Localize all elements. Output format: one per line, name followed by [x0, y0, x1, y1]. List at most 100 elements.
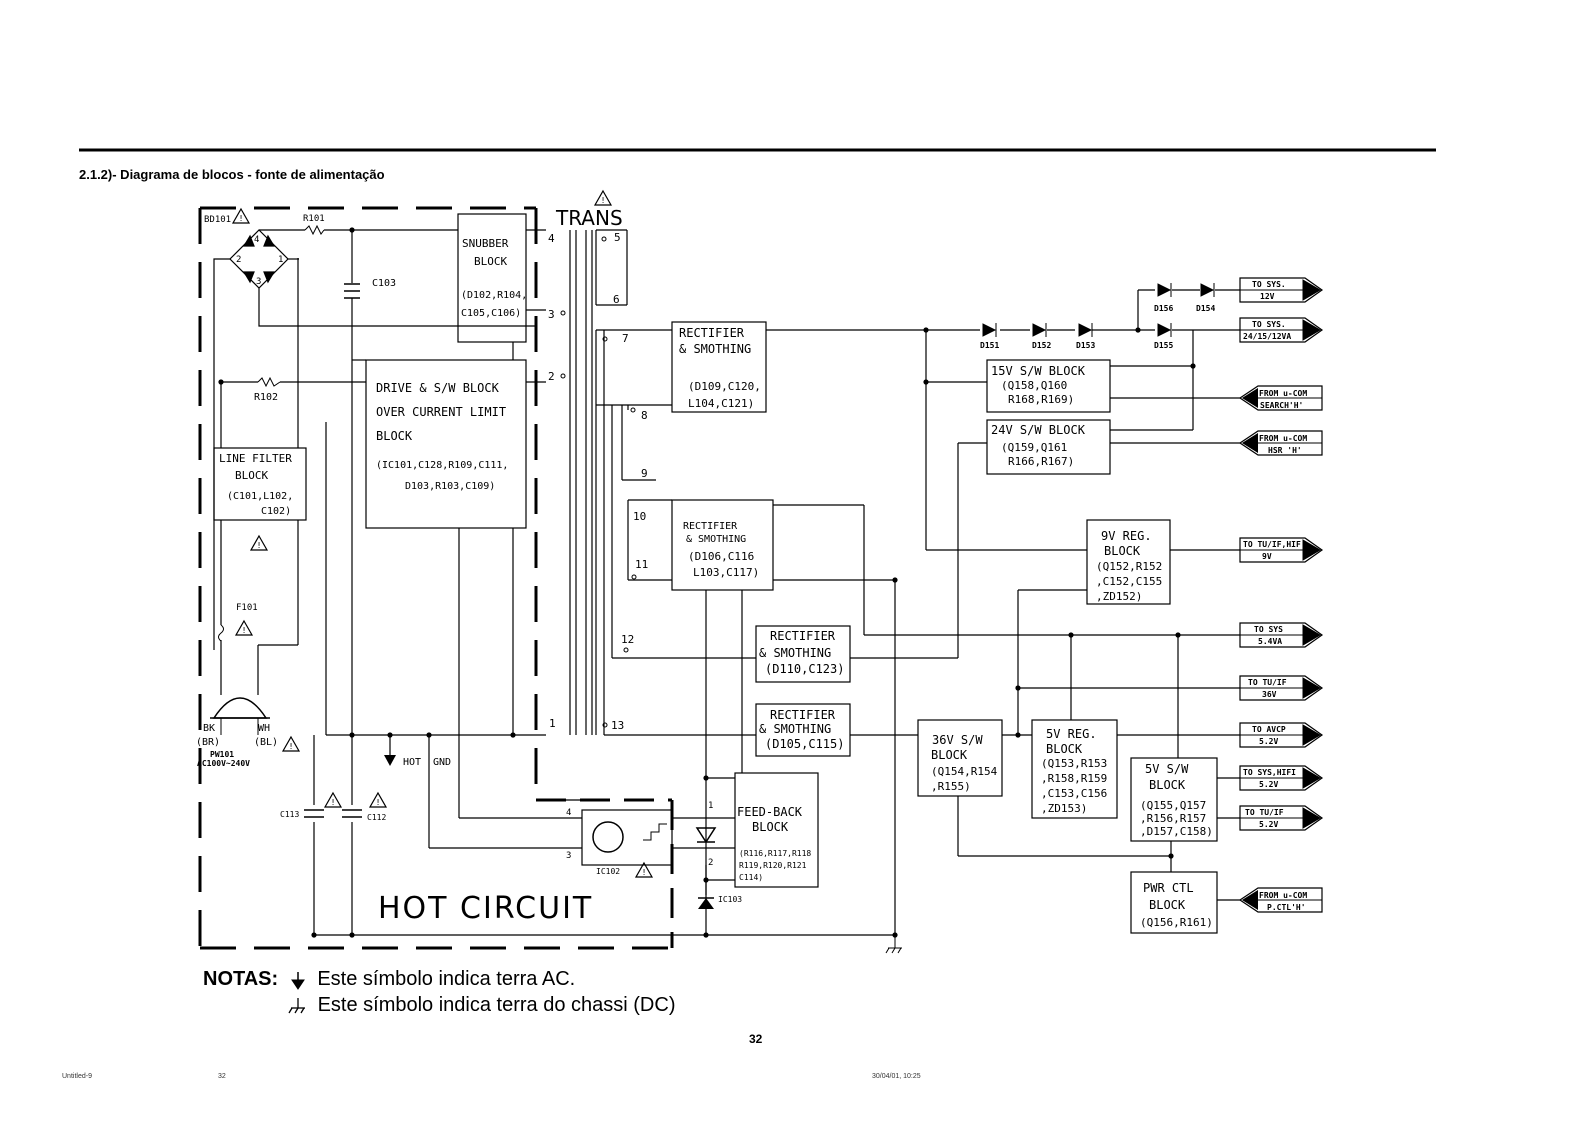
snubber-text: SNUBBER BLOCK (D102,R104, C105,C106)	[461, 237, 534, 319]
notes-line-ac: NOTAS: Este símbolo indica terra AC.	[203, 968, 575, 991]
resistor-r102-icon	[257, 376, 281, 388]
bridge-pin-3: 3	[256, 277, 261, 287]
sw24-text: 24V S/W BLOCK (Q159,Q161 R166,R167)	[991, 423, 1092, 468]
svg-text:FROM u-COM: FROM u-COM	[1259, 389, 1307, 398]
ic102-label: IC102	[596, 867, 620, 876]
hot-circuit-boundary	[198, 206, 674, 950]
led-icon	[695, 827, 717, 844]
bridge-rectifier-icon	[229, 229, 289, 289]
warning-icon	[324, 792, 342, 808]
svg-text:D153: D153	[1076, 341, 1095, 350]
bridge-pin-4: 4	[254, 235, 259, 245]
svg-text:2: 2	[548, 370, 555, 383]
svg-text:D154: D154	[1196, 304, 1215, 313]
svg-text:TO SYS.: TO SYS.	[1252, 280, 1286, 289]
svg-text:SEARCH'H': SEARCH'H'	[1260, 401, 1303, 410]
pwrctl-text: PWR CTL BLOCK (Q156,R161)	[1140, 881, 1213, 929]
svg-text:2: 2	[708, 858, 713, 868]
footer-stamp: 30/04/01, 10:25	[872, 1073, 921, 1080]
svg-text:3: 3	[566, 851, 571, 861]
notes-line-dc: Este símbolo indica terra do chassi (DC)	[288, 994, 676, 1017]
svg-text:5.2V: 5.2V	[1259, 820, 1278, 829]
trans-pin-labels: 4 5 6 3 2 7 8 9 10 11 12 1 13	[548, 231, 648, 732]
plug-rating: PW101 AC100V~240V	[197, 750, 250, 768]
svg-text:TO TU/IF: TO TU/IF	[1245, 808, 1284, 817]
feedback-block	[734, 772, 819, 888]
zener-ic103-icon	[698, 898, 714, 909]
svg-text:24/15/12VA: 24/15/12VA	[1243, 332, 1291, 341]
drive-sw-block	[365, 359, 527, 529]
svg-text:HSR 'H': HSR 'H'	[1268, 446, 1302, 455]
svg-text:4: 4	[548, 232, 555, 245]
sw15-text: 15V S/W BLOCK (Q158,Q160 R168,R169)	[991, 364, 1092, 406]
sw24-block	[986, 419, 1111, 475]
snubber-block	[457, 213, 527, 343]
trans-dots	[560, 236, 637, 728]
resistor-r101-icon	[304, 224, 325, 236]
diodes-icon	[982, 283, 1215, 337]
transistor-icon	[592, 821, 624, 853]
svg-text:10: 10	[633, 510, 646, 523]
ic102-pins: 4 3 1 2	[566, 801, 713, 868]
rect2-text: RECTIFIER & SMOTHING (D106,C116 L103,C11…	[683, 521, 760, 579]
svg-text:5: 5	[614, 231, 621, 244]
output-labels: TO SYS.12V TO SYS.24/15/12VA TO TU/IF,HI…	[1243, 280, 1301, 829]
svg-text:TO SYS,HIFI: TO SYS,HIFI	[1243, 768, 1296, 777]
reg5-block	[1031, 719, 1118, 819]
notes-ac-text: Este símbolo indica terra AC.	[317, 968, 576, 990]
svg-text:5.2V: 5.2V	[1259, 780, 1278, 789]
output-dividers	[1240, 289, 1305, 819]
rectifier-block-4	[755, 703, 851, 757]
notes-label: NOTAS:	[203, 968, 279, 990]
svg-text:12: 12	[621, 633, 634, 646]
warning-icon	[594, 190, 612, 206]
line-filter-text: LINE FILTER BLOCK (C101,L102, C102)	[219, 452, 300, 517]
input-connectors	[1238, 385, 1323, 913]
ac-ground-note-icon	[291, 972, 305, 990]
notes-dc-text: Este símbolo indica terra do chassi (DC)	[317, 994, 676, 1016]
rectifier-block-3	[755, 625, 851, 683]
svg-text:D152: D152	[1032, 341, 1051, 350]
svg-text:1: 1	[708, 801, 713, 811]
rectifier-block-1	[671, 321, 767, 413]
sw36-text: 36V S/W BLOCK (Q154,R154 ,R155)	[931, 733, 1004, 793]
bridge-pin-2: 2	[236, 255, 241, 265]
reg9-block	[1086, 519, 1171, 605]
svg-text:TO TU/IF,HIF: TO TU/IF,HIF	[1243, 540, 1301, 549]
sw5-block	[1130, 757, 1218, 842]
trans-label: TRANS	[555, 206, 623, 230]
svg-text:TO SYS: TO SYS	[1254, 625, 1283, 634]
svg-text:5.4VA: 5.4VA	[1258, 637, 1282, 646]
bridge-pin-1: 1	[278, 255, 283, 265]
input-arrow-tips	[1242, 388, 1258, 910]
warning-icon	[282, 736, 300, 752]
capacitor-c103-icon	[344, 283, 360, 299]
reg9-text: 9V REG. BLOCK (Q152,R152 ,C152,C155 ,ZD1…	[1096, 529, 1169, 603]
f101-label: F101	[236, 603, 258, 613]
svg-text:7: 7	[622, 332, 629, 345]
svg-text:P.CTL'H': P.CTL'H'	[1267, 903, 1306, 912]
fuse-icon	[218, 624, 224, 642]
page-title: 2.1.2)- Diagrama de blocos - fonte de al…	[79, 167, 385, 182]
svg-text:9: 9	[641, 467, 648, 480]
sw15-block	[986, 359, 1111, 413]
hot-gnd-label: HOT GND	[403, 757, 451, 768]
sw36-block	[917, 719, 1003, 797]
rect4-text: RECTIFIER & SMOTHING (D105,C115)	[759, 708, 844, 751]
line-filter-block	[213, 447, 307, 521]
hot-circuit-label: HOT CIRCUIT	[378, 891, 593, 926]
svg-text:12V: 12V	[1260, 292, 1275, 301]
svg-text:9V: 9V	[1262, 552, 1272, 561]
svg-text:8: 8	[641, 409, 648, 422]
r101-label: R101	[303, 214, 325, 224]
footer-file: Untitled-9	[62, 1073, 92, 1080]
footer-page: 32	[218, 1073, 226, 1080]
c103-label: C103	[372, 278, 396, 289]
svg-text:4: 4	[566, 808, 571, 818]
warning-icon	[250, 535, 268, 551]
svg-text:FROM u-COM: FROM u-COM	[1259, 434, 1307, 443]
svg-text:D151: D151	[980, 341, 999, 350]
